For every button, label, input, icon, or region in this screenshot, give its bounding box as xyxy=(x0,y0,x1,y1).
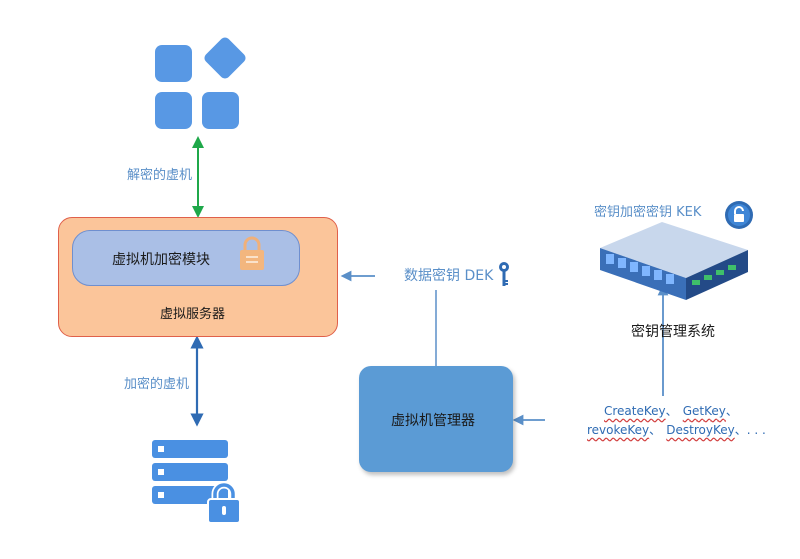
api-destroykey: DestroyKey xyxy=(666,423,735,437)
api-separator: 、 xyxy=(725,404,738,418)
encrypted-vm-label: 加密的虚机 xyxy=(124,377,190,392)
kms-label: 密钥管理系统 xyxy=(631,324,715,340)
api-revokekey: revokeKey xyxy=(587,423,650,437)
kek-label: 密钥加密密钥 KEK xyxy=(594,205,702,220)
api-line-2: revokeKey、 DestroyKey、. . . xyxy=(587,419,766,438)
encrypted-storage-icon xyxy=(152,440,241,524)
api-getkey: GetKey xyxy=(682,404,726,418)
lock-badge-icon xyxy=(725,201,753,229)
api-separator: 、 xyxy=(649,423,662,437)
api-createkey: CreateKey xyxy=(604,404,666,418)
api-separator: 、 xyxy=(665,404,678,418)
vm-manager-label: 虚拟机管理器 xyxy=(391,413,475,429)
api-line-1: CreateKey、 GetKey、 xyxy=(604,400,738,419)
rack-server-icon xyxy=(600,222,748,300)
decrypted-vm-label: 解密的虚机 xyxy=(127,168,193,183)
dek-label: 数据密钥 DEK xyxy=(404,268,494,284)
vm-manager-box xyxy=(359,366,513,472)
key-icon xyxy=(499,262,509,286)
vm-server-label: 虚拟服务器 xyxy=(160,307,226,322)
api-separator: 、. . . xyxy=(734,423,766,437)
padlock-icon xyxy=(240,236,264,270)
encryption-module-label: 虚拟机加密模块 xyxy=(112,252,210,268)
